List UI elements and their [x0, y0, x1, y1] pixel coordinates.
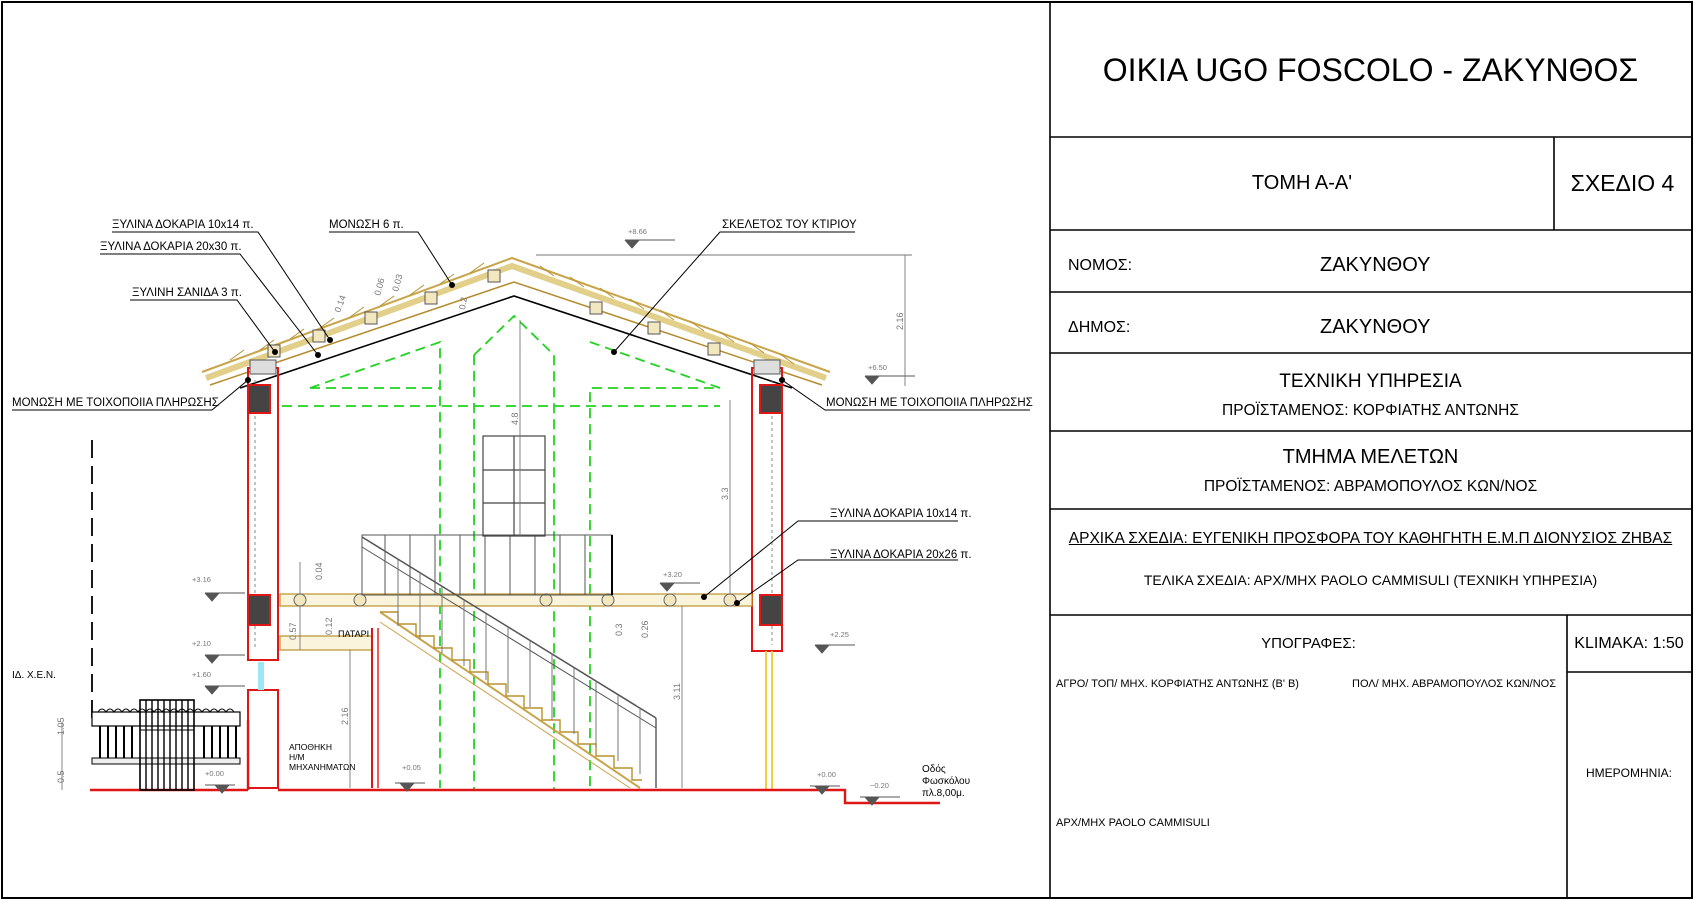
roof-tiles-inner	[204, 262, 828, 381]
dim-006-roof: 0.06	[372, 277, 386, 297]
dimos-value: ΖΑΚΥΝΘΟΥ	[1320, 316, 1431, 338]
dim-014-roof: 0.14	[332, 294, 347, 314]
dim-311: 3.11	[672, 683, 682, 700]
label-beam-20x26: ΞΥΛΙΝΑ ΔΟΚΑΡΙΑ 20x26 π.	[830, 549, 972, 561]
label-beam-10x14-roof: ΞΥΛΙΝΑ ΔΟΚΑΡΙΑ 10x14 π.	[112, 219, 254, 231]
roof-skeleton-line	[239, 295, 793, 389]
title-block: ΟΙΚΙΑ UGO FOSCOLO - ΖΑΚΥΝΘΟΣ ΤΟΜΗ Α-Α' Σ…	[1050, 3, 1691, 897]
label-street-2: Φωσκόλου	[922, 775, 970, 787]
technical-head: ΠΡΟΪΣΤΑΜΕΝΟΣ: ΚΟΡΦΙΑΤΗΣ ΑΝΤΩΝΗΣ	[1222, 402, 1519, 419]
signer-1: ΑΓΡΟ/ ΤΟΠ/ ΜΗΧ. ΚΟΡΦΙΑΤΗΣ ΑΝΤΩΝΗΣ (Β' Β)	[1056, 678, 1299, 690]
dimos-label: ΔΗΜΟΣ:	[1068, 319, 1131, 336]
signer-3: ΑΡΧ/ΜΗΧ PAOLO CAMMISULI	[1056, 817, 1210, 829]
label-street-1: Οδός	[922, 763, 946, 775]
initial-drawings: ΑΡΧΙΚΑ ΣΧΕΔΙΑ: ΕΥΓΕΝΙΚΗ ΠΡΟΣΦΟΡΑ ΤΟΥ ΚΑΘ…	[1068, 530, 1673, 547]
studies-head: ΠΡΟΪΣΤΑΜΕΝΟΣ: ΑΒΡΑΜΟΠΟΥΛΟΣ ΚΩΝ/ΝΟΣ	[1203, 478, 1538, 495]
dim-48: 4.8	[510, 412, 520, 425]
level-texts: +8.66 +6.50 +3.16 +3.20 +2.10 +1.60 +2.2…	[192, 227, 889, 790]
level-mezz-left: +3.16	[192, 575, 211, 584]
left-wall	[247, 367, 279, 789]
label-storage-3: ΜΗΧΑΝΗΜΑΤΩΝ	[289, 762, 356, 772]
label-beam-20x30: ΞΥΛΙΝΑ ΔΟΚΑΡΙΑ 20x30 π.	[100, 241, 242, 253]
dim-012: 0.12	[324, 617, 334, 635]
level-inner: +0.05	[402, 763, 421, 772]
dim-33: 3.3	[720, 487, 730, 500]
label-board-3: ΞΥΛΙΝΗ ΣΑΝΙΔΑ 3 π.	[132, 287, 242, 299]
dim-02-roof: 0.2	[457, 296, 469, 310]
level-markers	[204, 239, 915, 806]
dim-004: 0.04	[314, 562, 324, 580]
dim-057: 0.57	[288, 622, 298, 640]
studies-dept: ΤΜΗΜΑ ΜΕΛΕΤΩΝ	[1282, 445, 1459, 468]
building-section: ΞΥΛΙΝΑ ΔΟΚΑΡΙΑ 10x14 π. ΞΥΛΙΝΑ ΔΟΚΑΡΙΑ 2…	[12, 219, 1033, 806]
level-225: +2.25	[830, 630, 849, 639]
dim-105: 1.05	[56, 717, 66, 735]
drawing-annotations: ΞΥΛΙΝΑ ΔΟΚΑΡΙΑ 10x14 π. ΞΥΛΙΝΑ ΔΟΚΑΡΙΑ 2…	[12, 219, 1033, 799]
drawing-number: ΣΧΕΔΙΟ 4	[1570, 170, 1675, 196]
roof-tile-pattern	[229, 262, 795, 365]
final-drawings: ΤΕΛΙΚΑ ΣΧΕΔΙΑ: ΑΡΧ/ΜΗΧ PAOLO CAMMISULI (…	[1143, 572, 1598, 588]
neighbour-fence	[91, 440, 241, 791]
dim-003-roof: 0.03	[390, 273, 404, 293]
dim-216-low: 2.16	[340, 707, 350, 725]
staircase	[361, 536, 657, 789]
dim-03: 0.3	[614, 623, 624, 636]
label-insulation-6: ΜΟΝΩΣΗ 6 π.	[329, 219, 404, 231]
dim-216-roof: 2.16	[895, 312, 905, 330]
label-storage-1: ΑΠΟΘΗΚΗ	[289, 742, 332, 752]
right-wall	[751, 367, 783, 790]
date-label: ΗΜΕΡΟΜΗΝΙΑ:	[1585, 766, 1672, 780]
dimension-texts: 2.16 4.8 3.3 3.11 2.16 0.04 0.57 0.12 0.…	[56, 273, 905, 783]
dimension-lines	[61, 254, 912, 790]
label-skeleton: ΣΚΕΛΕΤΟΣ ΤΟΥ ΚΤΙΡΙΟΥ	[722, 219, 857, 231]
level-ridge: +8.66	[628, 227, 647, 236]
level-floor-right: +3.20	[663, 570, 682, 579]
level-210: +2.10	[192, 639, 211, 648]
label-patari: ΠΑΤΑΡΙ	[338, 629, 369, 639]
leader-lines	[12, 231, 1030, 604]
timber-skeleton-dashed	[282, 314, 721, 790]
label-insulation-right: ΜΟΝΩΣΗ ΜΕ ΤΟΙΧΟΠΟΙΙΑ ΠΛΗΡΩΣΗΣ	[826, 397, 1033, 409]
section-name: ΤΟΜΗ Α-Α'	[1251, 172, 1353, 194]
nomos-label: ΝΟΜΟΣ:	[1068, 257, 1133, 274]
label-street-3: πλ.8,00μ.	[922, 788, 965, 799]
upper-railing	[361, 534, 613, 596]
roof-tiles-outer	[201, 256, 831, 373]
label-neighbour: ΙΔ. Χ.Ε.Ν.	[12, 670, 56, 681]
technical-service: ΤΕΧΝΙΚΗ ΥΠΗΡΕΣΙΑ	[1279, 371, 1462, 392]
leader-dots	[245, 282, 785, 606]
right-wall-plate	[753, 359, 781, 375]
label-storage-2: Η/Μ	[289, 752, 305, 762]
first-floor-slab	[279, 593, 753, 607]
upper-door	[482, 435, 546, 537]
scale: ΚLIMAKA: 1:50	[1574, 634, 1684, 652]
dim-026: 0.26	[640, 620, 650, 638]
left-wall-plate	[249, 359, 277, 375]
level-zero-right: +0.00	[817, 770, 836, 779]
level-zero-left: +0.00	[205, 769, 224, 778]
title-block-grid	[1049, 3, 1692, 897]
label-beam-10x14-floor: ΞΥΛΙΝΑ ΔΟΚΑΡΙΑ 10x14 π.	[830, 508, 972, 520]
nomos-value: ΖΑΚΥΝΘΟΥ	[1320, 254, 1431, 276]
label-insulation-left: ΜΟΝΩΣΗ ΜΕ ΤΟΙΧΟΠΟΙΙΑ ΠΛΗΡΩΣΗΣ	[12, 397, 219, 409]
level-eave: +6.50	[868, 363, 887, 372]
project-title: ΟΙΚΙΑ UGO FOSCOLO - ΖΑΚΥΝΘΟΣ	[1102, 51, 1639, 88]
dim-05: 0.5	[56, 770, 66, 783]
level-street: −0.20	[870, 781, 889, 790]
signer-2: ΠΟΛ/ ΜΗΧ. ΑΒΡΑΜΟΠΟΥΛΟΣ ΚΩΝ/ΝΟΣ	[1352, 678, 1557, 690]
level-160: +1.60	[192, 670, 211, 679]
signatures-label: ΥΠΟΓΡΑΦΕΣ:	[1261, 634, 1356, 652]
